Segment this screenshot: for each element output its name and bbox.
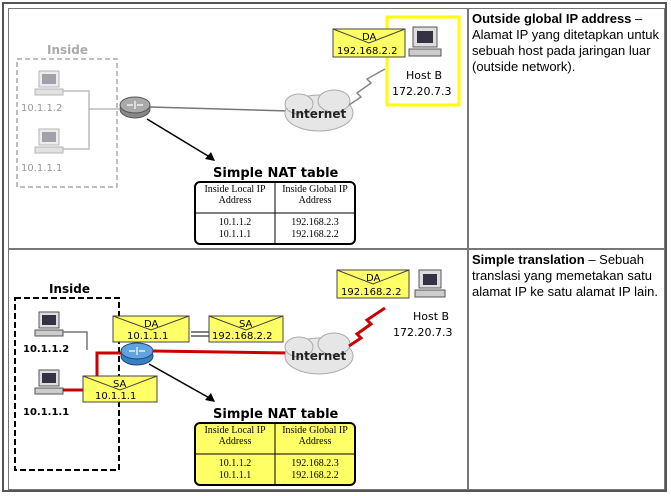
svg-text:DA: DA — [144, 319, 159, 330]
term: Simple translation — [472, 252, 585, 267]
router-icon — [119, 96, 151, 119]
da-packet: DA 192.168.2.2 — [336, 269, 410, 299]
internet-label: Internet — [291, 349, 346, 363]
nat-table-title: Simple NAT table — [213, 166, 339, 181]
svg-text:SA: SA — [239, 319, 253, 330]
translation-table: Inside 10.1.1.2 10.1.1.1 — [2, 2, 667, 492]
svg-text:192.168.2.2: 192.168.2.2 — [341, 287, 401, 298]
definition: – Alamat IP yang ditetapkan untuk sebuah… — [472, 11, 659, 74]
sa-packet: SA 10.1.1.1 — [82, 375, 158, 403]
host-b-name: Host B — [406, 69, 442, 82]
svg-text:10.1.1.1: 10.1.1.1 — [127, 331, 168, 342]
router-icon — [120, 342, 154, 366]
inside-label: Inside — [49, 282, 90, 296]
computer-icon — [34, 70, 64, 96]
term: Outside global IP address — [472, 11, 632, 26]
nat-header-local: Inside Local IP Address — [204, 425, 266, 447]
host-b-highlight — [385, 15, 461, 107]
computer-icon — [34, 369, 64, 395]
host2-ip: 10.1.1.1 — [21, 163, 62, 174]
host1-ip: 10.1.1.2 — [23, 344, 69, 355]
internet-cloud-icon — [284, 332, 354, 375]
computer-icon — [34, 128, 64, 154]
da-packet: DA 10.1.1.1 — [112, 315, 190, 343]
svg-text:192.168.2.2: 192.168.2.2 — [337, 46, 397, 57]
nat-table — [194, 181, 356, 245]
svg-text:SA: SA — [113, 379, 127, 390]
row1-description: Outside global IP address – Alamat IP ya… — [468, 8, 665, 249]
host-b-name: Host B — [413, 310, 449, 323]
svg-text:DA: DA — [362, 32, 377, 43]
computer-icon — [414, 269, 446, 298]
host2-ip: 10.1.1.1 — [23, 407, 69, 418]
row2-diagram-cell: Inside 10.1.1.2 10.1.1.1 — [8, 249, 468, 490]
nat-header-global: Inside Global IP Address — [282, 425, 348, 447]
svg-text:10.1.1.1: 10.1.1.1 — [95, 391, 136, 402]
inside-box — [16, 58, 118, 188]
host1-ip: 10.1.1.2 — [21, 103, 62, 114]
nat-header-global: Inside Global IP Address — [282, 184, 348, 206]
computer-icon — [34, 311, 64, 337]
row2-diagram: Inside 10.1.1.2 10.1.1.1 — [14, 269, 452, 486]
host-b-ip: 172.20.7.3 — [392, 85, 451, 98]
nat-table — [194, 422, 356, 486]
da-packet: DA 192.168.2.2 — [332, 28, 406, 58]
svg-text:192.168.2.2: 192.168.2.2 — [212, 331, 272, 342]
host-b-ip: 172.20.7.3 — [393, 326, 452, 339]
computer-icon — [408, 26, 442, 57]
svg-text:DA: DA — [366, 273, 381, 284]
internet-cloud-icon — [284, 89, 354, 132]
row2-description: Simple translation – Sebuah translasi ya… — [468, 249, 665, 490]
internet-label: Internet — [291, 107, 346, 121]
definition: – Sebuah translasi yang memetakan satu a… — [472, 252, 658, 299]
nat-table-title: Simple NAT table — [213, 407, 339, 422]
row1-diagram: Inside 10.1.1.2 10.1.1.1 — [16, 15, 461, 245]
row1-diagram-cell: Inside 10.1.1.2 10.1.1.1 — [8, 8, 468, 249]
sa-packet: SA 192.168.2.2 — [208, 315, 284, 343]
inside-label: Inside — [47, 43, 88, 57]
nat-header-local: Inside Local IP Address — [204, 184, 266, 206]
